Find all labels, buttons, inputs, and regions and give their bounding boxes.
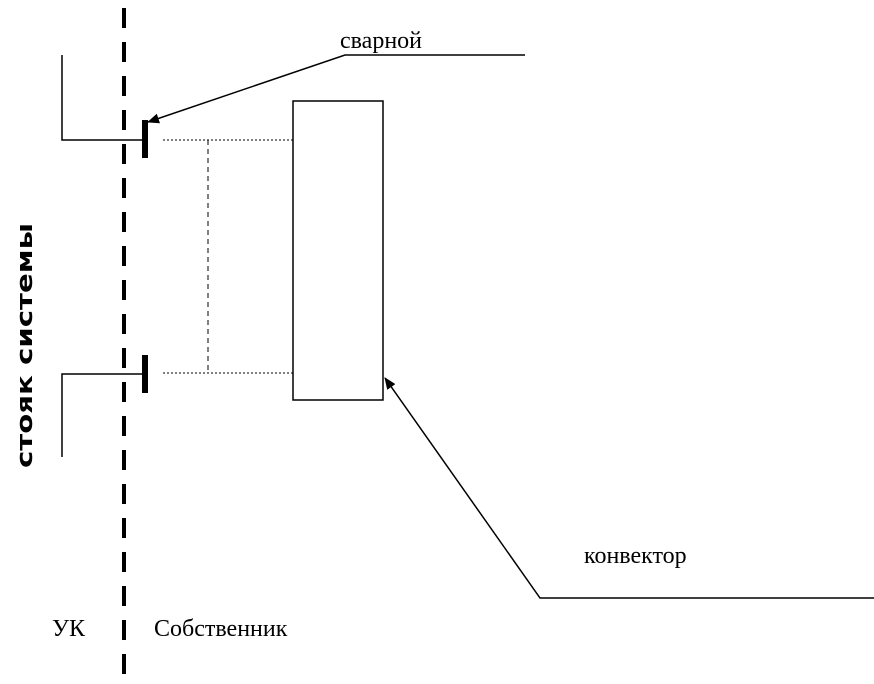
convector-box [292, 100, 384, 401]
convector-leader-line [384, 377, 874, 599]
welded-label: сварной [340, 28, 422, 54]
owner-label: Собственник [154, 616, 288, 642]
convector-label: конвектор [584, 543, 687, 569]
lower-riser-pipe [61, 373, 145, 457]
upper-riser-pipe [61, 55, 145, 141]
management-company-label: УК [52, 616, 86, 642]
welded-leader-line [147, 54, 525, 124]
riser-label: стояк системы [13, 223, 38, 468]
